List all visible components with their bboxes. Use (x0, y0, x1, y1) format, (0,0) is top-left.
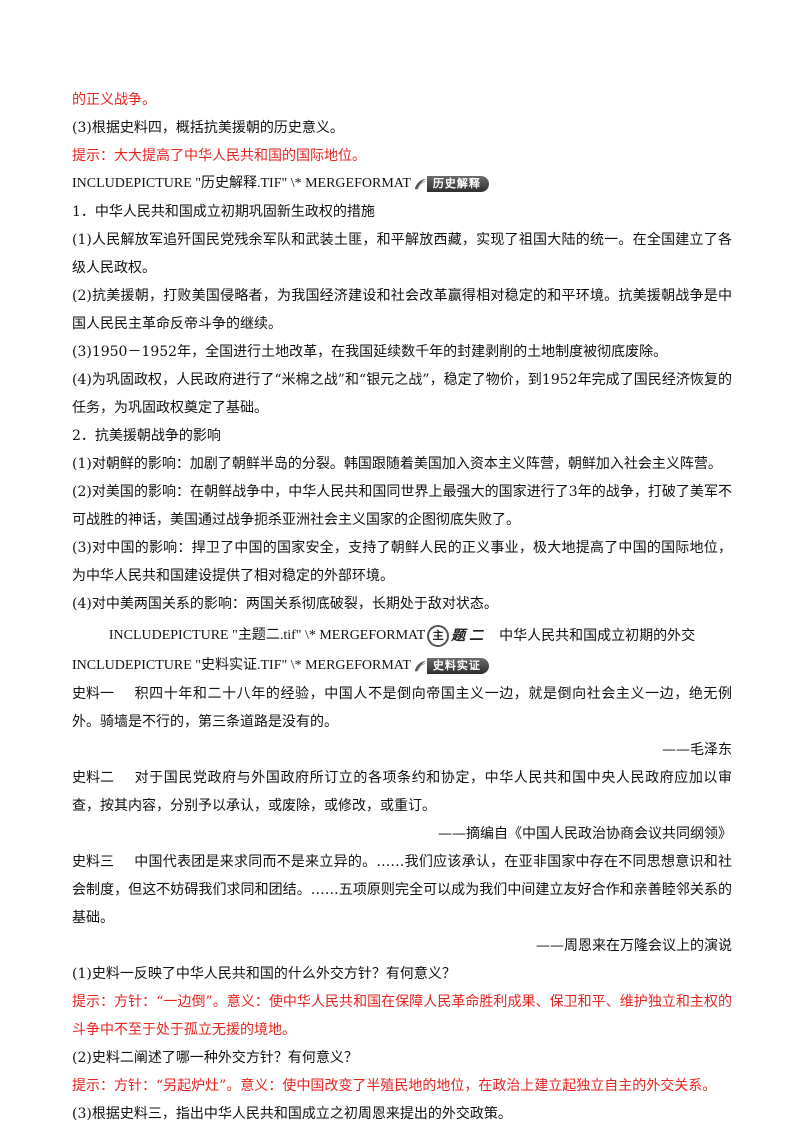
source-attribution: ——毛泽东 (662, 742, 732, 758)
section-1-item: (1)人民解放军追歼国民党残余军队和武装土匪，和平解放西藏，实现了祖国大陆的统一… (72, 232, 732, 276)
brush-stroke-icon (414, 660, 427, 672)
answer-2: 提示：方针：“另起炉灶”。意义：使中国改变了半殖民地的地位，在政治上建立起独立自… (72, 1078, 717, 1094)
topic-2-badge: 主 题 二 (427, 625, 485, 647)
topic-badge-char: 题 (451, 628, 466, 644)
section-header-history-explanation: INCLUDEPICTURE "历史解释.TIF" \* MERGEFORMAT… (72, 170, 732, 198)
section-header-source-evidence: INCLUDEPICTURE "史料实证.TIF" \* MERGEFORMAT… (72, 652, 732, 680)
source-1: 史料一积四十年和二十八年的经验，中国人不是倒向帝国主义一边，就是倒向社会主义一边… (72, 680, 732, 736)
section-2-item: (4)对中美两国关系的影响：两国关系彻底破裂，长期处于敌对状态。 (72, 596, 498, 612)
source-label: 史料三 (72, 854, 114, 870)
source-label: 史料一 (72, 686, 114, 702)
badge-label: 史料实证 (426, 658, 489, 674)
answer-hint: 提示：大大提高了中华人民共和国的国际地位。 (72, 148, 366, 164)
field-code: INCLUDEPICTURE "主题二.tif" \* MERGEFORMAT (108, 628, 426, 643)
answer-continuation: 的正义战争。 (72, 92, 156, 108)
question-1: (1)史料一反映了中华人民共和国的什么外交方针？有何意义？ (72, 966, 456, 982)
source-attribution: ——摘编自《中国人民政治协商会议共同纲领》 (438, 826, 732, 842)
question-3: (3)根据史料四，概括抗美援朝的历史意义。 (72, 120, 344, 136)
source-2: 史料二对于国民党政府与外国政府所订立的各项条约和协定，中华人民共和国中央人民政府… (72, 764, 732, 820)
section-1-item: (2)抗美援朝，打败美国侵略者，为我国经济建设和社会改革赢得相对稳定的和平环境。… (72, 288, 732, 332)
history-explanation-badge: 历史解释 (413, 175, 489, 193)
section-2-item: (1)对朝鲜的影响：加剧了朝鲜半岛的分裂。韩国跟随着美国加入资本主义阵营，朝鲜加… (72, 456, 722, 472)
question-3-foreign-policy: (3)根据史料三，指出中华人民共和国成立之初周恩来提出的外交政策。 (72, 1106, 512, 1122)
topic-badge-ring: 主 (427, 625, 450, 647)
section-1-item: (3)1950－1952年，全国进行土地改革，在我国延续数千年的封建剥削的土地制… (72, 344, 668, 360)
source-attribution: ——周恩来在万隆会议上的演说 (536, 938, 732, 954)
source-label: 史料二 (72, 770, 114, 786)
section-1-heading: 1．中华人民共和国成立初期巩固新生政权的措施 (72, 204, 375, 220)
section-1-item: (4)为巩固政权，人民政府进行了“米棉之战”和“银元之战”，稳定了物价，到195… (72, 372, 732, 416)
document-page: 的正义战争。 (3)根据史料四，概括抗美援朝的历史意义。 提示：大大提高了中华人… (72, 86, 732, 1128)
topic-badge-char: 二 (469, 628, 484, 644)
section-2-item: (3)对中国的影响：捍卫了中国的国家安全，支持了朝鲜人民的正义事业，极大地提高了… (72, 540, 732, 584)
answer-1: 提示：方针：“一边倒”。意义：使中华人民共和国在保障人民革命胜利成果、保卫和平、… (72, 994, 732, 1038)
badge-label: 历史解释 (426, 176, 489, 192)
source-text: 对于国民党政府与外国政府所订立的各项条约和协定，中华人民共和国中央人民政府应加以… (72, 770, 732, 814)
field-code: INCLUDEPICTURE "历史解释.TIF" \* MERGEFORMAT (72, 176, 411, 191)
source-text: 中国代表团是来求同而不是来立异的。……我们应该承认，在亚非国家中存在不同思想意识… (72, 854, 732, 926)
source-text: 积四十年和二十八年的经验，中国人不是倒向帝国主义一边，就是倒向社会主义一边，绝无… (72, 686, 732, 730)
source-evidence-badge: 史料实证 (413, 657, 489, 675)
brush-stroke-icon (414, 178, 427, 190)
section-2-heading: 2．抗美援朝战争的影响 (72, 428, 221, 444)
section-2-item: (2)对美国的影响：在朝鲜战争中，中华人民共和国同世界上最强大的国家进行了3年的… (72, 484, 732, 528)
topic-2-title: 中华人民共和国成立初期的外交 (499, 628, 696, 644)
source-3: 史料三中国代表团是来求同而不是来立异的。……我们应该承认，在亚非国家中存在不同思… (72, 848, 732, 932)
field-code: INCLUDEPICTURE "史料实证.TIF" \* MERGEFORMAT (72, 658, 411, 673)
topic-2-header: INCLUDEPICTURE "主题二.tif" \* MERGEFORMAT … (72, 622, 732, 650)
question-2: (2)史料二阐述了哪一种外交方针？有何意义？ (72, 1050, 358, 1066)
